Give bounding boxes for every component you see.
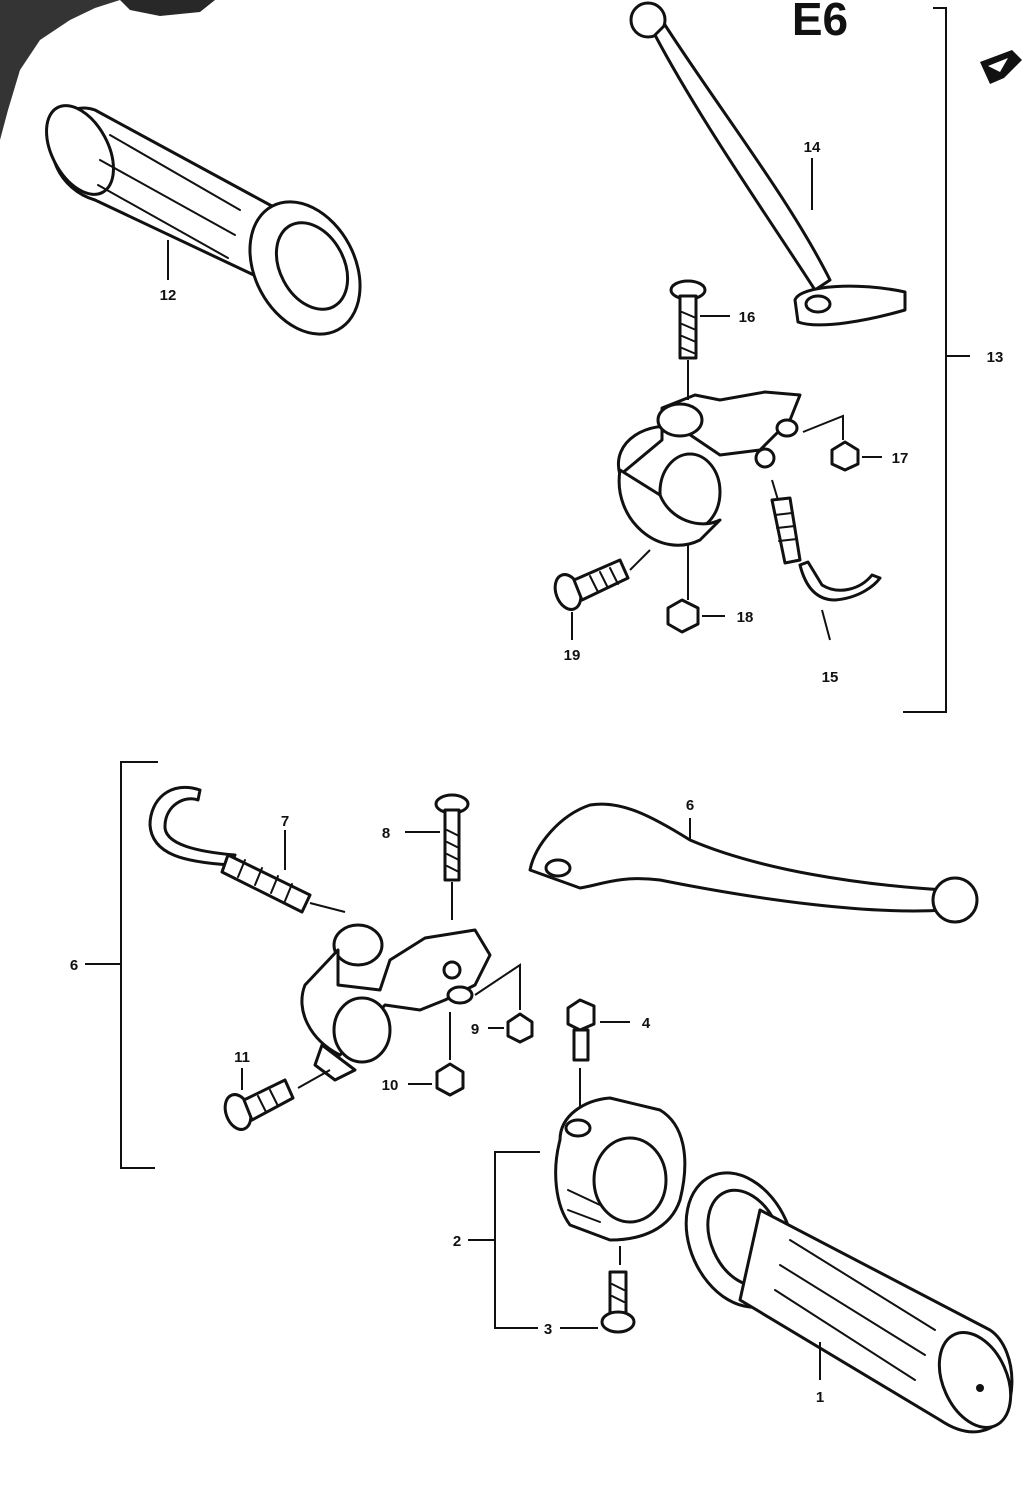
callout-4: 4: [642, 1015, 651, 1032]
bolt-11: [223, 1068, 331, 1131]
bolt-16: [669, 279, 730, 360]
callout-16: 16: [739, 309, 756, 326]
callout-11: 11: [234, 1049, 250, 1066]
lever-holder-upper: [616, 360, 844, 600]
handle-grip-right: [684, 1171, 1014, 1434]
header-code: E6: [792, 0, 848, 45]
scan-noise: [0, 0, 215, 140]
callout-14: 14: [804, 139, 821, 156]
handle-grip-left: [45, 104, 362, 336]
direction-arrow-icon: [980, 50, 1022, 84]
callout-1: 1: [816, 1389, 824, 1406]
screw-4: [566, 998, 630, 1115]
bracket-6: [85, 761, 158, 1169]
callout-9: 9: [471, 1021, 479, 1038]
throttle-housing-2: [554, 1096, 687, 1265]
callout-6-assembly: 6: [70, 957, 78, 974]
lever-top: [629, 1, 907, 327]
callout-3: 3: [544, 1321, 552, 1338]
callout-10: 10: [382, 1077, 399, 1094]
callout-17: 17: [892, 450, 909, 467]
callout-6-lever: 6: [686, 797, 694, 814]
callout-12: 12: [160, 287, 177, 304]
cable-7: [148, 785, 346, 914]
lever-lower: [528, 802, 979, 924]
callout-2: 2: [453, 1233, 461, 1250]
nut-9: [488, 1012, 534, 1044]
callout-18: 18: [737, 609, 754, 626]
bracket-13: [903, 7, 970, 713]
callout-7: 7: [281, 813, 289, 830]
bracket-2: [468, 1151, 540, 1329]
screw-3: [560, 1270, 636, 1334]
bolt-19: [553, 549, 651, 640]
callout-19: 19: [564, 647, 581, 664]
nut-17: [830, 440, 882, 472]
nut-18: [666, 598, 725, 634]
lever-holder-lower: [300, 923, 521, 1082]
switch-15: [770, 479, 882, 641]
callout-8: 8: [382, 825, 390, 842]
callouts: 1 2 3 4 6 6 7 8 9 10 11 12 13 14 15 16 1…: [70, 139, 1004, 1406]
callout-13: 13: [987, 349, 1004, 366]
bolt-8: [405, 793, 470, 920]
callout-15: 15: [822, 669, 839, 686]
nut-10: [408, 1062, 465, 1097]
